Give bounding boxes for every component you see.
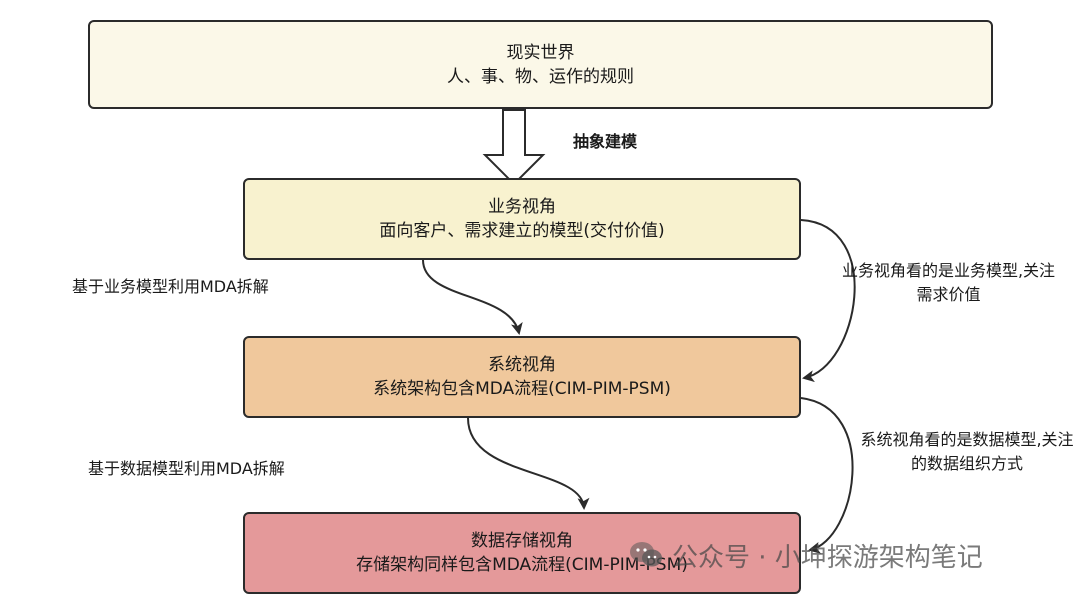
storage-subtitle: 存储架构同样包含MDA流程(CIM-PIM-PSM) (356, 555, 688, 575)
system-to-storage-arrow (467, 417, 590, 510)
system-right-arrow (800, 397, 854, 554)
reality-box: 现实世界 人、事、物、运作的规则 (88, 20, 993, 109)
storage-view-box: 数据存储视角 存储架构同样包含MDA流程(CIM-PIM-PSM) (243, 512, 801, 594)
abstract-modeling-label: 抽象建模 (573, 132, 638, 151)
wechat-icon (630, 542, 662, 567)
abstract-block-arrow (482, 109, 546, 186)
business-title: 业务视角 (488, 197, 556, 217)
system-view-box: 系统视角 系统架构包含MDA流程(CIM-PIM-PSM) (243, 336, 801, 418)
business-subtitle: 面向客户、需求建立的模型(交付价值) (379, 221, 665, 241)
business-right-arrow (800, 219, 856, 383)
business-decompose-label: 基于业务模型利用MDA拆解 (72, 277, 269, 296)
reality-subtitle: 人、事、物、运作的规则 (447, 66, 634, 87)
business-view-box: 业务视角 面向客户、需求建立的模型(交付价值) (243, 178, 801, 260)
watermark-text: 公众号 · 小坤探游架构笔记 (672, 542, 983, 573)
business-to-system-arrow (422, 259, 523, 335)
data-decompose-label: 基于数据模型利用MDA拆解 (88, 459, 285, 478)
reality-title: 现实世界 (506, 42, 575, 63)
system-title: 系统视角 (488, 355, 556, 375)
system-view-note: 系统视角看的是数据模型,关注的数据组织方式 (860, 430, 1074, 473)
storage-title: 数据存储视角 (471, 531, 573, 551)
watermark: 公众号 · 小坤探游架构笔记 (628, 538, 983, 573)
business-view-note: 业务视角看的是业务模型,关注需求价值 (841, 261, 1056, 304)
system-subtitle: 系统架构包含MDA流程(CIM-PIM-PSM) (373, 379, 671, 399)
